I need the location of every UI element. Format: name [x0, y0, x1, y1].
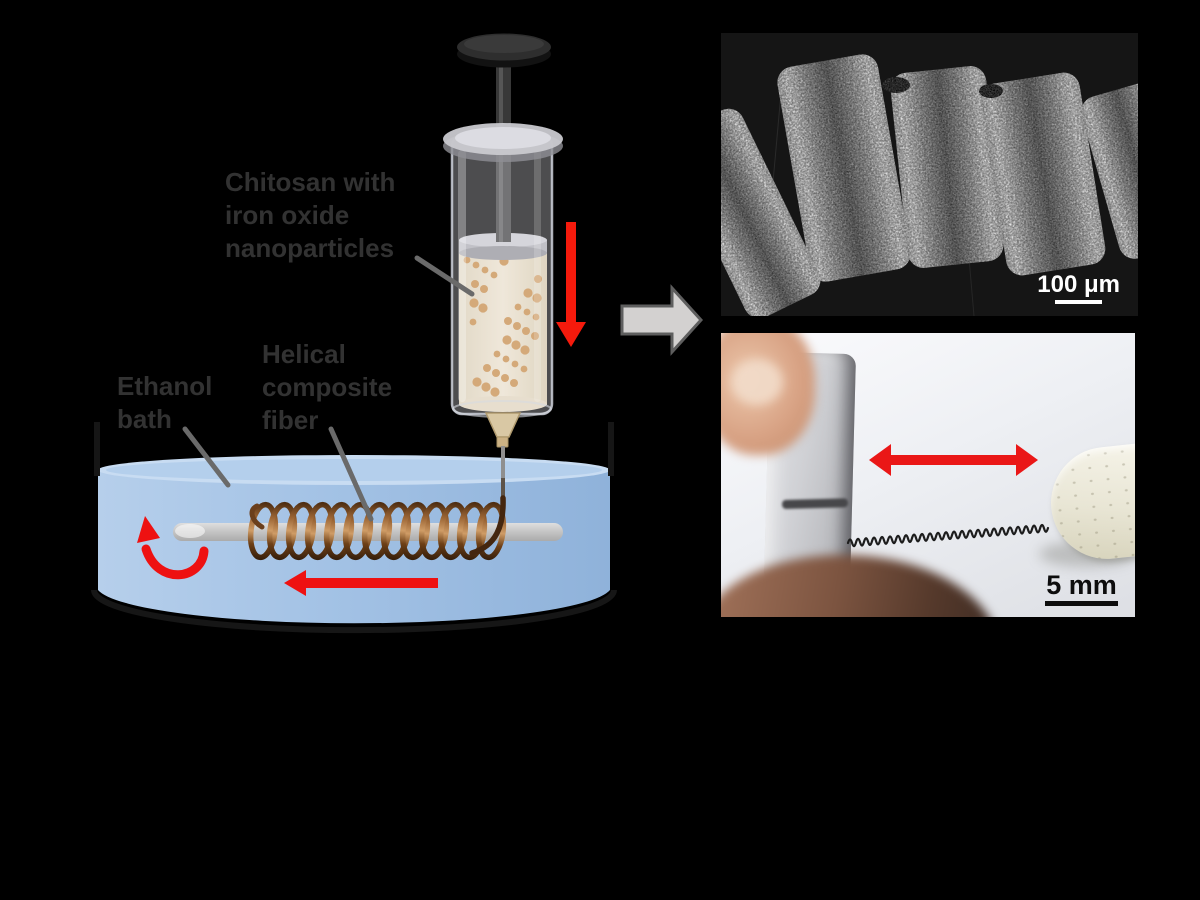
sem-scale-label: 100 μm: [1037, 271, 1120, 298]
extrusion-arrow-icon: [556, 222, 586, 347]
process-arrow-icon: [620, 284, 704, 356]
barrel-highlight-2: [534, 150, 541, 402]
barrel-flange: [443, 123, 563, 162]
photo-scale-label: 5 mm: [1046, 570, 1117, 600]
pointer-line-ethanol: [182, 426, 231, 488]
needle-hub: [496, 436, 509, 448]
pointer-line-fiber: [328, 426, 374, 522]
helical-fiber-coil: [247, 501, 507, 561]
plunger-thumb-rest: [457, 33, 551, 68]
sem-scratch-2: [968, 257, 975, 316]
label-ethanol-bath: Ethanol bath: [117, 371, 213, 434]
needle: [501, 446, 505, 490]
beaker-bottom-outline: [91, 589, 617, 634]
helical-fiber-photo: [846, 523, 1050, 548]
nanoparticle-dots: [463, 256, 542, 397]
extruded-fiber: [469, 495, 506, 556]
syringe-tip: [484, 412, 522, 438]
photo-scale-bar: [1045, 601, 1118, 606]
rotation-arrow-icon: [137, 516, 209, 580]
fingernail: [731, 359, 783, 405]
fiber-loose-end: [249, 503, 265, 530]
barrel-highlight: [458, 150, 466, 402]
label-helical-composite-fiber: Helical composite fiber: [262, 339, 393, 435]
label-syringe-contents: Chitosan with iron oxide nanoparticles: [225, 167, 396, 263]
sem-scale-bar: [1055, 300, 1103, 304]
translation-arrow-icon: [284, 570, 438, 596]
photo-overlay: [846, 444, 1050, 548]
sem-image-panel: 100 μm: [721, 33, 1138, 316]
photo-scale-box: 5 mm: [1045, 572, 1118, 606]
bath-liquid: [98, 470, 610, 624]
oscillation-arrow-icon: [869, 444, 1038, 476]
sem-micrograph: [721, 33, 1138, 316]
needle-wet-tip: [501, 478, 505, 500]
syringe-liquid-bottom: [459, 396, 547, 412]
actuation-photo-panel: 5 mm: [721, 333, 1135, 617]
bath-surface-inner: [106, 459, 602, 481]
wet-spinning-schematic: [91, 33, 704, 634]
pointer-line-chitosan: [414, 255, 475, 297]
syringe: [443, 33, 563, 500]
sem-scale-box: 100 μm: [1037, 273, 1120, 304]
